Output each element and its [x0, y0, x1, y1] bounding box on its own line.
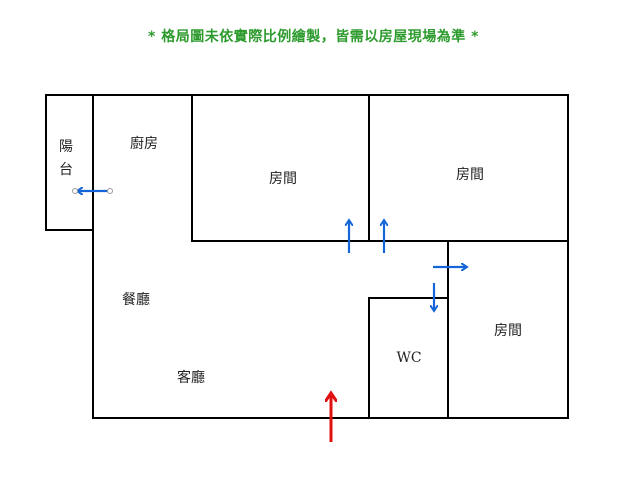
outer-wall	[92, 94, 569, 419]
label-living: 客廳	[177, 369, 205, 386]
label-kitchen: 廚房	[130, 135, 158, 152]
label-balcony-1: 陽	[59, 139, 73, 155]
label-bedroom-1: 房間	[269, 171, 297, 187]
arrow-handle	[107, 188, 113, 194]
label-balcony-2: 台	[59, 162, 73, 178]
label-bedroom-3: 房間	[494, 323, 522, 339]
label-dining: 餐廳	[122, 291, 150, 308]
arrow-handle	[72, 188, 78, 194]
disclaimer-note: * 格局圖未依實際比例繪製，皆需以房屋現場為準 *	[148, 29, 479, 45]
label-wc: WC	[396, 350, 421, 366]
label-bedroom-2: 房間	[456, 167, 484, 183]
wc-wall	[368, 297, 448, 418]
bedroom-wall	[191, 95, 568, 242]
